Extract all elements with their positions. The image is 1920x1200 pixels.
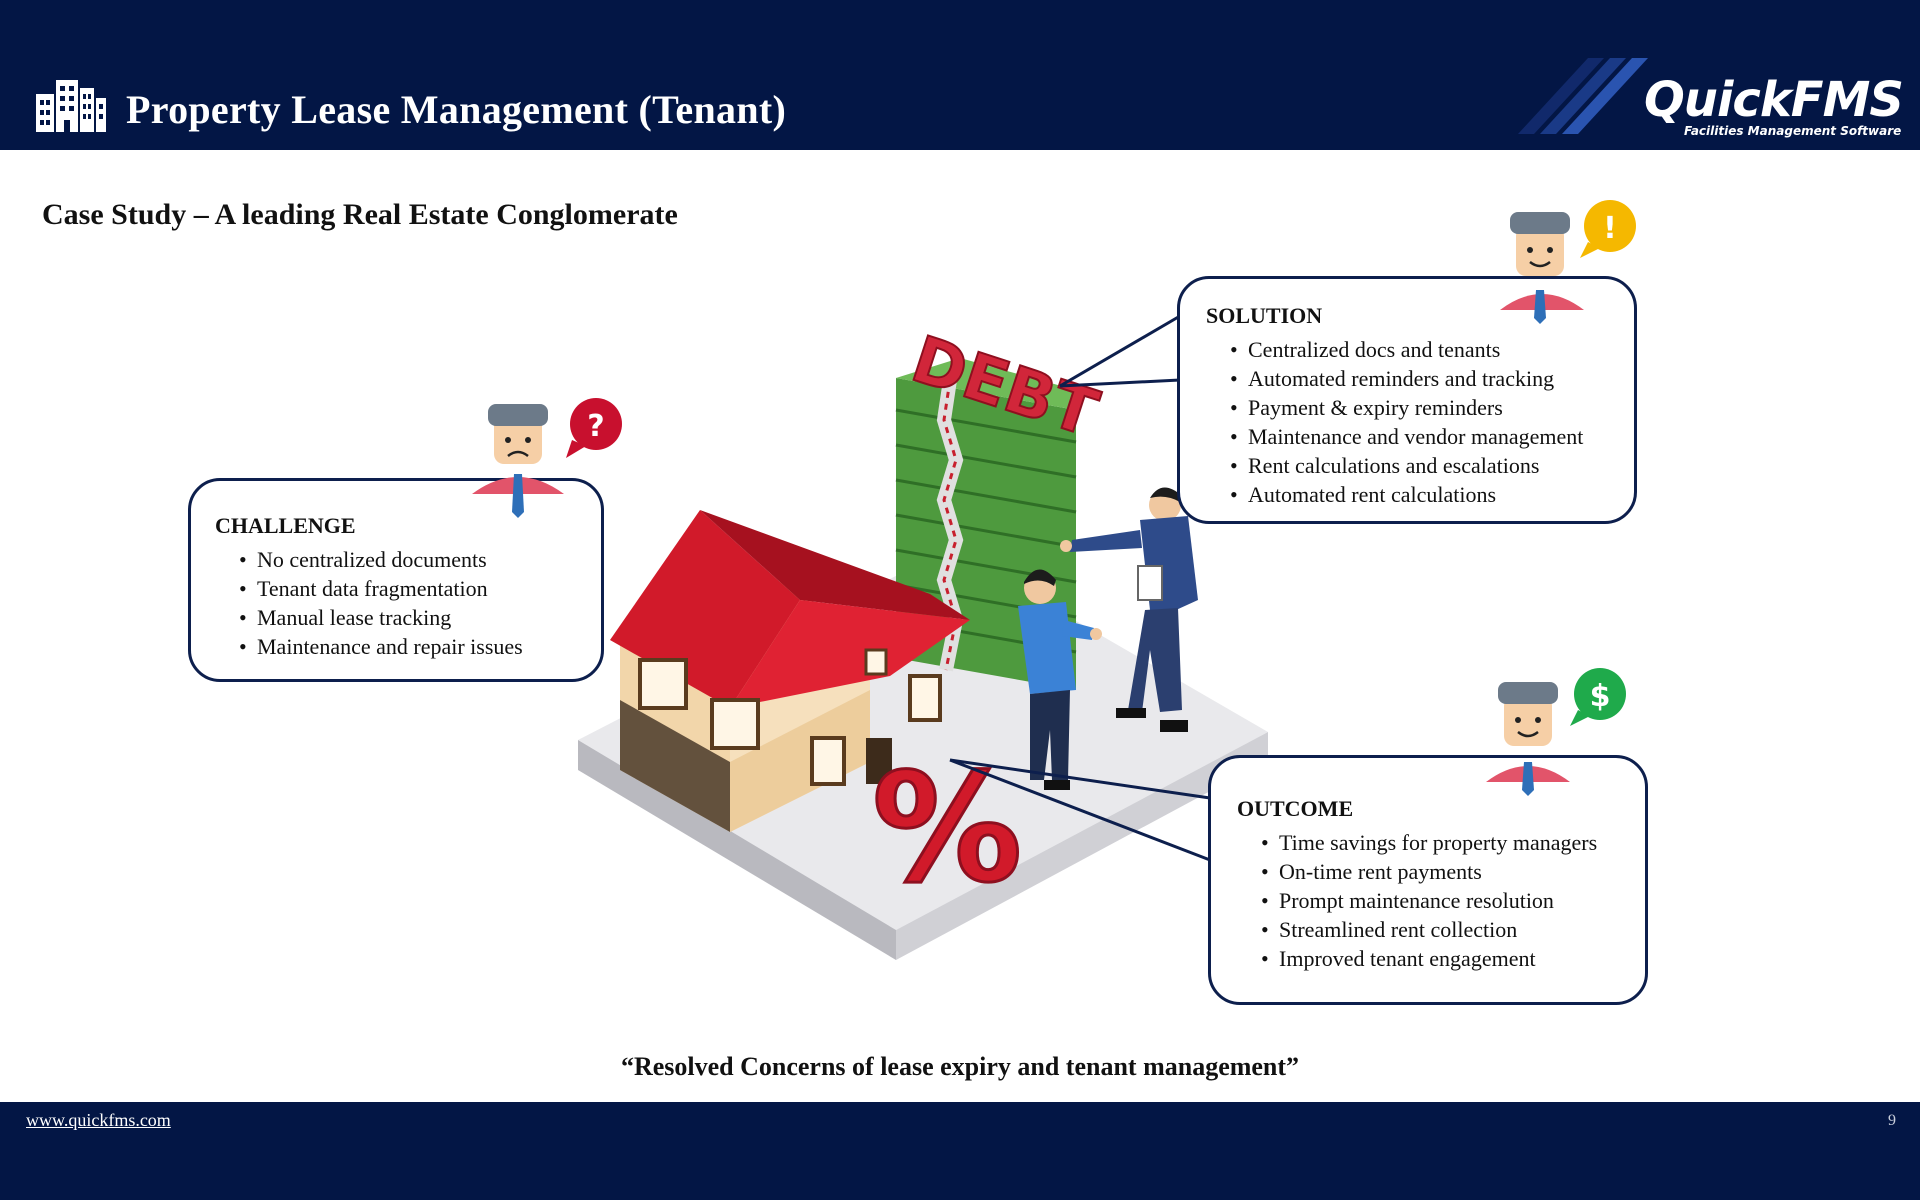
header-bar: Property Lease Management (Tenant) Quick… [0,0,1920,150]
percent-symbol: % [872,742,1022,916]
list-item: Automated rent calculations [1230,480,1634,509]
list-item: Payment & expiry reminders [1230,393,1634,422]
outcome-box: OUTCOME Time savings for property manage… [1208,755,1648,1005]
logo-stripes [1518,58,1648,134]
list-item: Improved tenant engagement [1261,944,1645,973]
page-title: Property Lease Management (Tenant) [126,87,787,132]
list-item: Centralized docs and tenants [1230,335,1634,364]
list-item: Maintenance and vendor management [1230,422,1634,451]
list-item: Tenant data fragmentation [239,574,601,603]
callout-lines [949,314,1211,862]
list-item: No centralized documents [239,545,601,574]
buildings-icon [36,80,106,132]
website-link[interactable]: www.quickfms.com [26,1110,171,1130]
brand-tagline: Facilities Management Software [1684,124,1902,138]
businessman-pointing [1060,487,1198,732]
list-item: On-time rent payments [1261,857,1645,886]
solution-list: Centralized docs and tenants Automated r… [1206,335,1634,509]
footer-bar: www.quickfms.com 9 [0,1102,1920,1200]
challenge-title: CHALLENGE [215,513,356,538]
list-item: Manual lease tracking [239,603,601,632]
list-item: Streamlined rent collection [1261,915,1645,944]
quote-text: “Resolved Concerns of lease expiry and t… [620,1052,1300,1081]
challenge-box: CHALLENGE No centralized documents Tenan… [188,478,604,682]
case-study-subtitle: Case Study – A leading Real Estate Congl… [42,198,678,231]
outcome-list: Time savings for property managers On-ti… [1237,828,1645,973]
house [610,510,970,832]
list-item: Prompt maintenance resolution [1261,886,1645,915]
list-item: Time savings for property managers [1261,828,1645,857]
brand-logo: QuickFMS [1644,72,1904,128]
challenge-list: No centralized documents Tenant data fra… [215,545,601,661]
solution-box: SOLUTION Centralized docs and tenants Au… [1177,276,1637,524]
list-item: Maintenance and repair issues [239,632,601,661]
platform [578,548,1268,960]
solution-title: SOLUTION [1206,303,1323,328]
list-item: Rent calculations and escalations [1230,451,1634,480]
outcome-title: OUTCOME [1237,796,1354,821]
page-number: 9 [1888,1112,1896,1129]
list-item: Automated reminders and tracking [1230,364,1634,393]
man-blue-shirt [1018,569,1102,790]
